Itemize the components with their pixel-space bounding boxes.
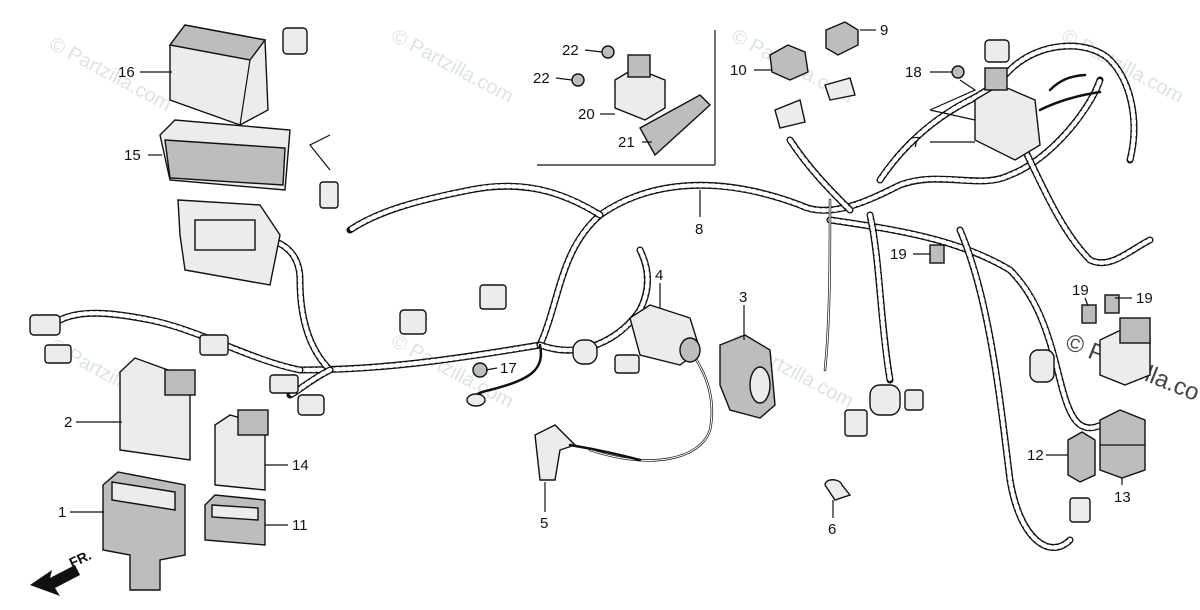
fuse-box-base bbox=[177, 199, 281, 286]
callout-18: 18 bbox=[905, 64, 922, 81]
part-21-gasket bbox=[639, 94, 712, 157]
watermark-text: © Partzilla.com bbox=[388, 25, 517, 108]
callout-20: 20 bbox=[578, 106, 595, 123]
callout-labels: 16 15 2 1 14 11 5 4 3 6 7 8 9 10 12 13 1… bbox=[58, 22, 1153, 538]
part-17-ground-bolt bbox=[466, 362, 488, 407]
callout-19: 19 bbox=[1072, 282, 1089, 299]
callout-1: 1 bbox=[58, 504, 66, 521]
part-1-rubber-boot bbox=[102, 471, 186, 591]
part-2-control-module bbox=[119, 357, 196, 461]
part-20-sensor bbox=[614, 54, 666, 121]
callout-17: 17 bbox=[500, 360, 517, 377]
inset-frame bbox=[537, 30, 716, 166]
part-18-screw bbox=[951, 65, 965, 79]
watermark-text: © Partzilla.com bbox=[388, 330, 517, 413]
callout-4: 4 bbox=[655, 267, 663, 284]
direction-arrow bbox=[309, 134, 331, 171]
callout-19: 19 bbox=[890, 246, 907, 263]
callout-22: 22 bbox=[533, 70, 550, 87]
part-11-rubber-cover bbox=[204, 494, 266, 546]
part-14-relay bbox=[214, 409, 269, 491]
part-10-terminal-cap bbox=[769, 44, 809, 81]
callout-8: 8 bbox=[695, 221, 703, 238]
callout-9: 9 bbox=[880, 22, 888, 39]
part-12-relay bbox=[1067, 431, 1096, 483]
callout-3: 3 bbox=[739, 289, 747, 306]
part-13-rubber-mount bbox=[1099, 409, 1146, 479]
harness-connectors bbox=[29, 27, 1091, 523]
part-7-regulator bbox=[974, 67, 1041, 161]
callout-21: 21 bbox=[618, 134, 635, 151]
part-19-fuses bbox=[929, 244, 1120, 324]
callout-5: 5 bbox=[540, 515, 548, 532]
callout-16: 16 bbox=[118, 64, 135, 81]
callout-14: 14 bbox=[292, 457, 309, 474]
callout-6: 6 bbox=[828, 521, 836, 538]
callout-10: 10 bbox=[730, 62, 747, 79]
callout-2: 2 bbox=[64, 414, 72, 431]
front-label: FR. bbox=[67, 547, 94, 571]
fuse-holder bbox=[1099, 317, 1151, 386]
callout-15: 15 bbox=[124, 147, 141, 164]
part-6-clip bbox=[824, 479, 852, 501]
part-4-ignition-coil bbox=[629, 304, 701, 366]
part-3-grommet bbox=[719, 334, 776, 419]
part-15-fuse-box-cover bbox=[159, 119, 291, 191]
callout-11: 11 bbox=[292, 517, 308, 534]
callout-7: 7 bbox=[912, 134, 920, 151]
callout-19: 19 bbox=[1136, 290, 1153, 307]
main-harness bbox=[56, 42, 1154, 551]
front-direction-indicator: FR. bbox=[30, 547, 94, 596]
part-9-cap bbox=[825, 21, 859, 56]
callout-12: 12 bbox=[1027, 447, 1044, 464]
battery-terminal bbox=[774, 77, 856, 129]
part-22-bolts bbox=[571, 45, 615, 87]
part-16-control-unit bbox=[168, 24, 269, 126]
watermark-text: © Partzilla.com bbox=[46, 33, 175, 116]
callout-13: 13 bbox=[1114, 489, 1131, 506]
leader-lines bbox=[70, 29, 1132, 526]
callout-22: 22 bbox=[562, 42, 579, 59]
part-5-spark-plug-cap bbox=[534, 424, 642, 481]
